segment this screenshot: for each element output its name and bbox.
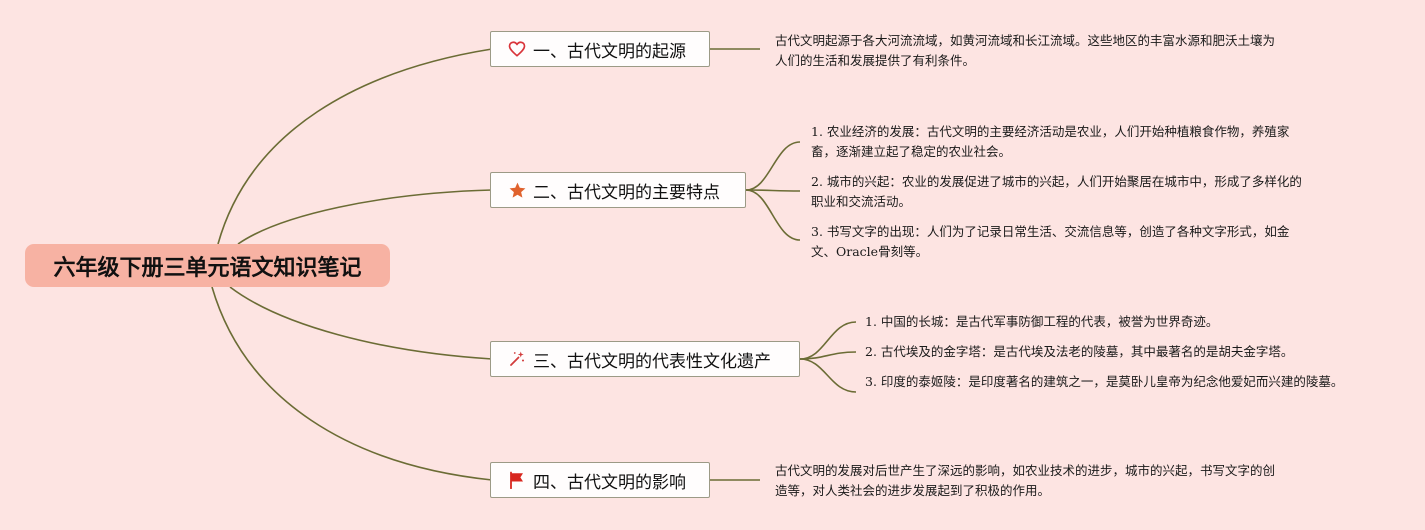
note-features-3: 3. 书写文字的出现：人们为了记录日常生活、交流信息等，创造了各种文字形式，如金…	[811, 222, 1296, 262]
note-features-1-text: 1. 农业经济的发展：古代文明的主要经济活动是农业，人们开始种植粮食作物，养殖家…	[811, 124, 1290, 159]
note-features-2: 2. 城市的兴起：农业的发展促进了城市的兴起，人们开始聚居在城市中，形成了多样化…	[811, 172, 1311, 212]
note-features-2-text: 2. 城市的兴起：农业的发展促进了城市的兴起，人们开始聚居在城市中，形成了多样化…	[811, 174, 1302, 209]
magic-wand-icon	[507, 349, 527, 369]
branch-heritage[interactable]: 三、古代文明的代表性文化遗产	[490, 341, 800, 377]
root-topic[interactable]: 六年级下册三单元语文知识笔记	[25, 244, 390, 287]
note-heritage-1-text: 1. 中国的长城：是古代军事防御工程的代表，被誉为世界奇迹。	[865, 314, 1219, 329]
connector-root-branch-3	[229, 286, 493, 360]
note-heritage-2-text: 2. 古代埃及的金字塔：是古代埃及法老的陵墓，其中最著名的是胡夫金字塔。	[865, 344, 1294, 359]
note-origin: 古代文明起源于各大河流流域，如黄河流域和长江流域。这些地区的丰富水源和肥沃土壤为…	[775, 31, 1275, 71]
note-influence: 古代文明的发展对后世产生了深远的影响，如农业技术的进步，城市的兴起，书写文字的创…	[775, 461, 1275, 501]
branch-influence[interactable]: 四、古代文明的影响	[490, 462, 710, 498]
branch-heritage-label: 三、古代文明的代表性文化遗产	[533, 351, 771, 372]
branch-features-label: 二、古代文明的主要特点	[533, 182, 720, 203]
root-title: 六年级下册三单元语文知识笔记	[53, 255, 362, 281]
branch-influence-label: 四、古代文明的影响	[533, 472, 686, 493]
note-features-1: 1. 农业经济的发展：古代文明的主要经济活动是农业，人们开始种植粮食作物，养殖家…	[811, 122, 1311, 162]
connector-root-branch-4	[211, 286, 493, 481]
connector-branch-3-fork	[799, 321, 857, 360]
branch-features[interactable]: 二、古代文明的主要特点	[490, 172, 746, 208]
star-icon	[507, 180, 527, 200]
branch-origin[interactable]: 一、古代文明的起源	[490, 31, 710, 67]
note-heritage-1: 1. 中国的长城：是古代军事防御工程的代表，被誉为世界奇迹。	[865, 312, 1365, 332]
note-heritage-2: 2. 古代埃及的金字塔：是古代埃及法老的陵墓，其中最著名的是胡夫金字塔。	[865, 342, 1365, 362]
note-origin-text: 古代文明起源于各大河流流域，如黄河流域和长江流域。这些地区的丰富水源和肥沃土壤为…	[775, 33, 1276, 68]
heart-icon	[507, 39, 527, 59]
branch-origin-label: 一、古代文明的起源	[533, 41, 686, 62]
flag-icon	[507, 470, 527, 490]
connector-root-branch-1	[217, 48, 493, 245]
note-heritage-3-text: 3. 印度的泰姬陵：是印度著名的建筑之一，是莫卧儿皇帝为纪念他爱妃而兴建的陵墓。	[865, 374, 1344, 389]
note-heritage-3: 3. 印度的泰姬陵：是印度著名的建筑之一，是莫卧儿皇帝为纪念他爱妃而兴建的陵墓。	[865, 372, 1365, 392]
connector-root-branch-2	[237, 189, 493, 245]
connector-branch-2-fork	[745, 141, 801, 191]
note-features-3-text: 3. 书写文字的出现：人们为了记录日常生活、交流信息等，创造了各种文字形式，如金…	[811, 224, 1290, 259]
note-influence-text: 古代文明的发展对后世产生了深远的影响，如农业技术的进步，城市的兴起，书写文字的创…	[775, 463, 1276, 498]
